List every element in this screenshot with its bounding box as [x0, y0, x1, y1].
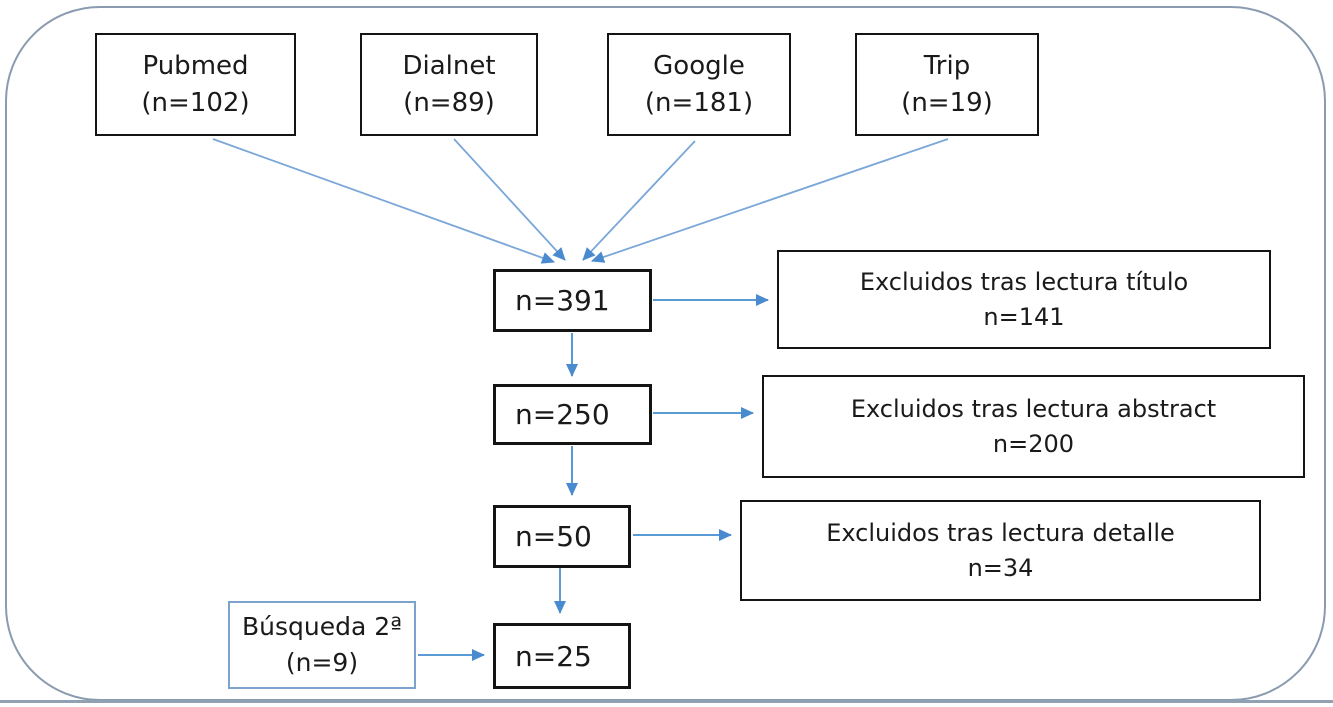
- stage-box-n250: n=250: [493, 384, 652, 445]
- exclusion-count: n=34: [967, 553, 1034, 582]
- secondary-search-count: (n=9): [285, 648, 359, 677]
- secondary-search-box: Búsqueda 2ª (n=9): [228, 601, 416, 689]
- source-label: Dialnet: [402, 50, 496, 81]
- source-count: (n=89): [403, 87, 495, 118]
- bottom-rule: [0, 700, 1333, 703]
- source-box-google: Google (n=181): [607, 33, 791, 136]
- source-count: (n=102): [141, 87, 250, 118]
- stage-count: n=25: [515, 639, 592, 673]
- exclusion-reason: Excluidos tras lectura título: [859, 267, 1189, 296]
- stage-count: n=391: [515, 284, 610, 317]
- exclusion-box-title: Excluidos tras lectura título n=141: [777, 250, 1271, 349]
- source-label: Google: [653, 50, 745, 81]
- stage-box-n25: n=25: [493, 623, 631, 689]
- stage-box-n391: n=391: [493, 269, 652, 332]
- exclusion-reason: Excluidos tras lectura detalle: [826, 518, 1175, 547]
- stage-count: n=250: [515, 398, 610, 431]
- source-count: (n=19): [901, 87, 993, 118]
- source-box-pubmed: Pubmed (n=102): [95, 33, 296, 136]
- source-box-trip: Trip (n=19): [855, 33, 1039, 136]
- stage-count: n=50: [515, 520, 592, 553]
- exclusion-box-abstract: Excluidos tras lectura abstract n=200: [762, 375, 1305, 478]
- source-count: (n=181): [644, 87, 754, 118]
- source-label: Trip: [923, 50, 971, 81]
- source-box-dialnet: Dialnet (n=89): [360, 33, 538, 136]
- source-label: Pubmed: [142, 50, 249, 81]
- stage-box-n50: n=50: [493, 505, 631, 568]
- secondary-search-label: Búsqueda 2ª: [242, 612, 402, 641]
- exclusion-count: n=141: [983, 302, 1065, 331]
- exclusion-count: n=200: [992, 429, 1075, 458]
- exclusion-reason: Excluidos tras lectura abstract: [850, 394, 1217, 423]
- exclusion-box-detail: Excluidos tras lectura detalle n=34: [740, 500, 1261, 601]
